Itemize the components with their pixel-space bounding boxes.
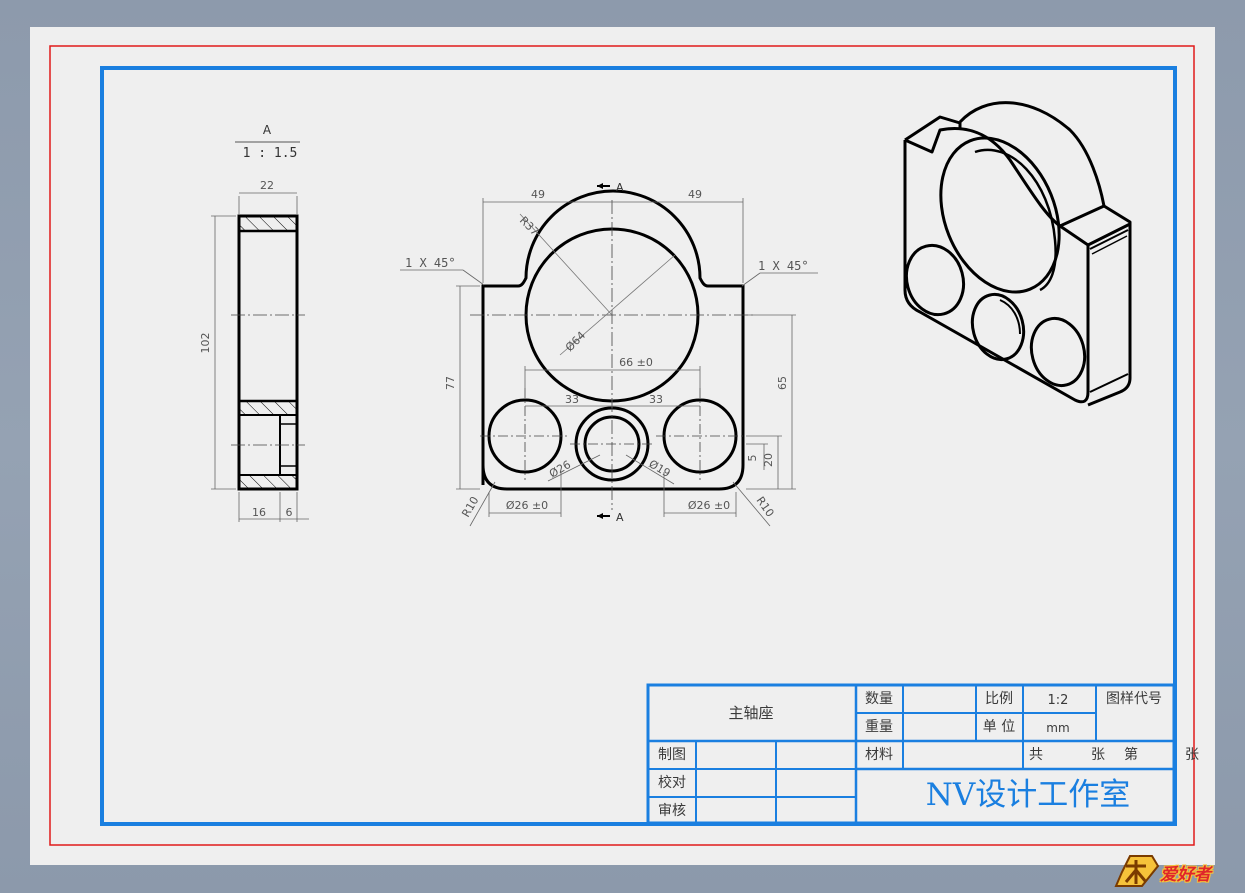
drawn-label: 制图 (658, 747, 686, 763)
section-mark-top: A (616, 181, 624, 194)
sheet-total: 共 (1029, 747, 1043, 763)
drawing-sheet: A 1 : 1.5 22 102 16 6 (30, 27, 1215, 865)
chamfer-left: 1 X 45° (405, 256, 456, 270)
scale-label: 比例 (985, 691, 1013, 707)
dim-33-right: 33 (649, 393, 663, 406)
dim-cb-inner: Ø19 (647, 457, 673, 480)
unit-value: mm (1046, 721, 1069, 735)
title-block-text: 主轴座 数量 重量 材料 比例 1:2 单 位 mm 图样代号 共 张 第 张 … (658, 691, 1199, 819)
approved-label: 审核 (658, 803, 686, 819)
section-scale: 1 : 1.5 (243, 146, 298, 161)
weight-label: 重量 (865, 719, 893, 735)
drawing-no-label: 图样代号 (1106, 691, 1162, 707)
dim-hole-right: Ø26 ±0 (688, 499, 730, 512)
inner-border-blue (100, 66, 1177, 826)
dim-bottom-right: 6 (286, 506, 293, 519)
isometric-view (903, 101, 1132, 407)
title-block (646, 683, 1176, 825)
section-view-a: A 1 : 1.5 22 102 16 6 (199, 123, 309, 522)
watermark-logo-icon (1114, 855, 1160, 887)
part-name: 主轴座 (728, 704, 773, 722)
sheet-unit1: 张 (1091, 747, 1105, 763)
studio-name: NV设计工作室 (926, 777, 1131, 813)
dim-r10-right: R10 (754, 494, 777, 519)
dim-height: 102 (199, 333, 212, 354)
dim-77: 77 (444, 376, 457, 390)
dim-5: 5 (746, 455, 759, 462)
dim-20: 20 (762, 453, 775, 467)
cad-drawing: A 1 : 1.5 22 102 16 6 (49, 45, 1199, 846)
dim-bottom-left: 16 (252, 506, 266, 519)
dim-r10-left: R10 (459, 494, 481, 519)
dim-65: 65 (776, 376, 789, 390)
dim-half-left: 49 (531, 188, 545, 201)
sheet-idx: 第 (1124, 746, 1138, 763)
watermark-text: 爱好者 (1160, 865, 1211, 885)
dim-66: 66 ±0 (619, 356, 653, 369)
qty-label: 数量 (865, 691, 893, 707)
dim-hole-left: Ø26 ±0 (506, 499, 548, 512)
watermark: 爱好者 (1112, 852, 1237, 888)
dim-half-right: 49 (688, 188, 702, 201)
checked-label: 校对 (658, 774, 686, 791)
section-label: A (263, 123, 272, 137)
scale-value: 1:2 (1048, 693, 1069, 708)
dim-width: 22 (260, 179, 274, 192)
unit-label: 单 位 (983, 719, 1015, 735)
outer-border-red (49, 45, 1195, 846)
dim-bore: Ø64 (563, 329, 588, 354)
front-view: R37 Ø64 49 49 A A 1 X 45° 1 X 45° 77 65 (400, 181, 818, 527)
chamfer-right: 1 X 45° (758, 259, 809, 273)
sheet-unit2: 张 (1185, 747, 1199, 763)
section-mark-bottom: A (616, 511, 624, 524)
dim-33-left: 33 (565, 393, 579, 406)
material-label: 材料 (865, 747, 893, 763)
